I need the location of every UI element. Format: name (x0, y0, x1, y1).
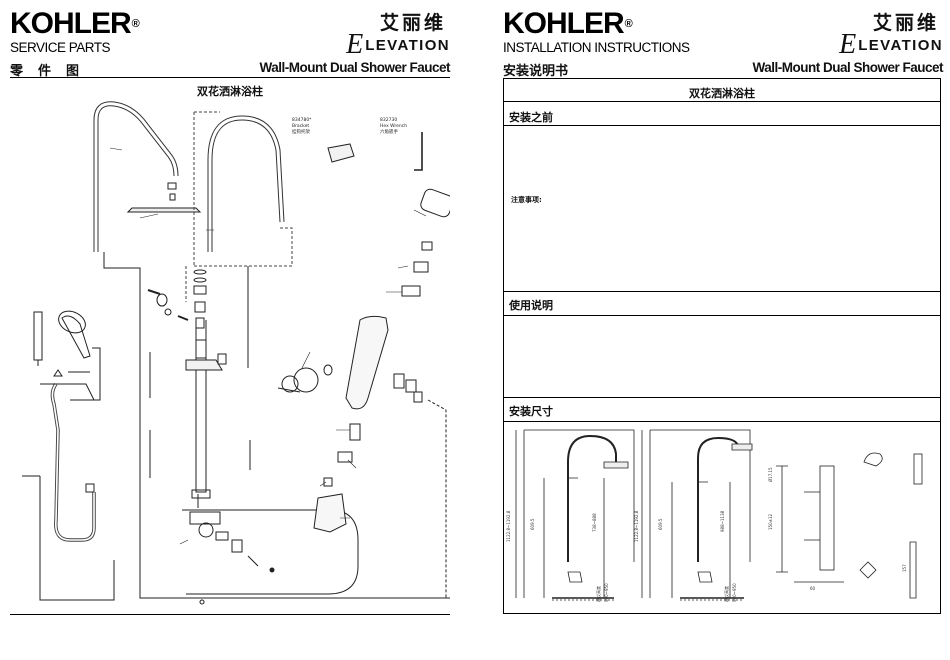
section-dimensions: 安装尺寸 (509, 405, 553, 418)
product-cn-title: 双花洒淋浴柱 (689, 87, 755, 100)
shower-hose-diagram (22, 347, 115, 601)
overhead-arm-left-diagram (93, 101, 179, 252)
thermostatic-body-diagram (247, 188, 450, 598)
install-view-gooseneck-arm (641, 429, 753, 601)
footer-divider (10, 614, 450, 615)
kohler-logo: KOHLER® (503, 7, 633, 40)
doc-type-cn-label: 零件图 (10, 64, 95, 79)
bracket-name-label: Bracket (292, 123, 309, 129)
dim-label-c1: 738~888 (592, 513, 597, 532)
dim-label-e2: 900~950 (732, 583, 737, 602)
dim-label-b1: 609.5 (530, 518, 535, 530)
hand-shower-diagram (33, 310, 91, 377)
installation-dimensions-diagram: 1122.8~1192.8 609.5 738~888 建议高度 900~950… (506, 429, 923, 602)
dim-label-w2: 150±12 (768, 513, 773, 530)
dim-label-w4: 157 (902, 564, 907, 572)
collection-cn-logo: 艾丽维 (872, 12, 939, 34)
dim-label-e1: 900~950 (604, 583, 609, 602)
product-cn-title: 双花洒淋浴柱 (197, 85, 263, 98)
product-title: Wall-Mount Dual Shower Faucet (752, 60, 943, 75)
dim-label-b2: 609.5 (658, 518, 663, 530)
dim-label-a1: 1122.8~1192.8 (506, 510, 511, 542)
bracket-cn-label: 挂钩托架 (292, 128, 310, 135)
doc-type-label: INSTALLATION INSTRUCTIONS (503, 40, 690, 55)
wrench-code-label: 832730 (380, 117, 397, 123)
dim-label-w3: 60 (810, 586, 816, 591)
dim-label-c2: 988~1138 (720, 510, 725, 532)
kohler-logo: KOHLER® (10, 7, 140, 40)
notes-label: 注意事项: (511, 196, 542, 204)
instructions-frame: 双花洒淋浴柱 安装之前 注意事项: 使用说明 安装尺寸 (503, 78, 941, 614)
doc-type-label: SERVICE PARTS (10, 40, 111, 55)
install-view-rain-arm (515, 429, 635, 601)
collection-cn-logo: 艾丽维 (379, 12, 446, 34)
doc-type-cn-label: 安装说明书 (503, 64, 569, 79)
section-usage: 使用说明 (509, 299, 553, 312)
wrench-name-label: Hex Wrench (380, 123, 407, 129)
section-before-install: 安装之前 (509, 111, 553, 124)
faucet-body-dimension-view (776, 465, 844, 583)
overhead-arm-right-diagram (207, 115, 285, 252)
hand-shower-dimension-view (859, 452, 923, 599)
bracket-code-label: 834780* (292, 117, 312, 123)
rain-showerhead-diagram (126, 182, 202, 213)
dim-label-w1: Ø17.15 (768, 467, 773, 482)
dim-label-a2: 1122.8~1192.8 (634, 510, 639, 542)
product-title: Wall-Mount Dual Shower Faucet (259, 60, 450, 75)
slide-bar-diagram (185, 320, 227, 499)
connector-parts-diagram (147, 269, 207, 329)
installation-instructions-page: KOHLER® INSTALLATION INSTRUCTIONS 安装说明书 … (503, 0, 943, 660)
wrench-cn-label: 六角扳手 (380, 128, 398, 135)
bracket-accessory-diagram (327, 143, 355, 163)
dim-label-d2: 建议高度 (723, 586, 729, 602)
hex-wrench-accessory-diagram (414, 132, 423, 171)
dim-label-d1: 建议高度 (595, 586, 601, 602)
header-divider (10, 77, 450, 78)
exploded-parts-diagram: 834780* Bracket 挂钩托架 832730 Hex Wrench 六… (22, 101, 450, 605)
